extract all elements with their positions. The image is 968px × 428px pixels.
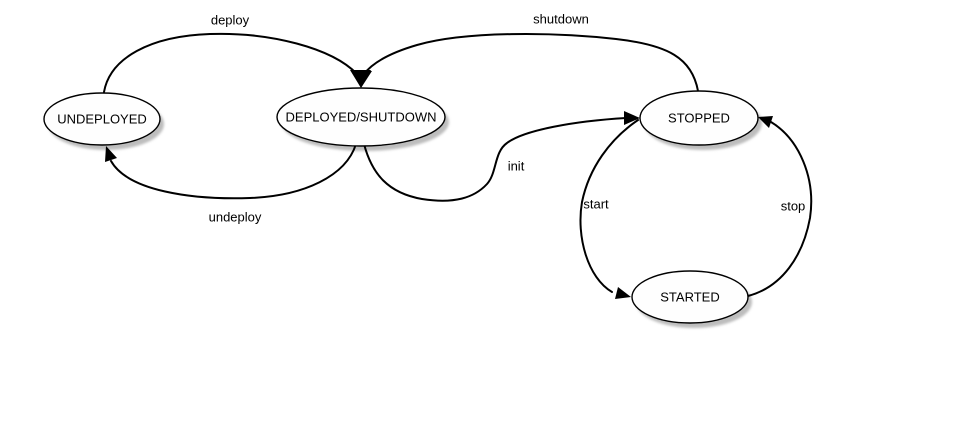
transition-label-start: start xyxy=(583,196,609,212)
transition-edges xyxy=(103,32,813,299)
transition-label-undeploy: undeploy xyxy=(208,209,262,225)
state-nodes xyxy=(43,87,759,324)
state-node-started xyxy=(631,270,749,324)
edge-undeploy xyxy=(110,143,357,200)
state-label-undeployed: UNDEPLOYED xyxy=(57,111,147,127)
state-node-undeployed xyxy=(43,92,161,146)
transition-label-stop: stop xyxy=(780,198,806,214)
transition-label-deploy: deploy xyxy=(210,12,250,28)
state-label-deployed-shutdown: DEPLOYED/SHUTDOWN xyxy=(285,109,437,125)
state-label-started: STARTED xyxy=(660,289,720,305)
edge-shutdown xyxy=(363,33,699,92)
state-label-stopped: STOPPED xyxy=(668,110,730,126)
edge-deploy xyxy=(103,32,358,93)
arrowhead-undeploy xyxy=(105,146,117,162)
edge-start xyxy=(579,119,639,293)
arrowhead-stop xyxy=(758,116,773,128)
edge-stop xyxy=(747,121,813,297)
transition-label-init: init xyxy=(507,158,525,174)
arrowhead-shutdown xyxy=(351,70,372,88)
arrowhead-init xyxy=(624,111,640,125)
transition-label-shutdown: shutdown xyxy=(533,11,589,27)
state-node-deployed-shutdown xyxy=(276,87,446,147)
state-node-stopped xyxy=(639,90,759,146)
arrowhead-start xyxy=(615,287,631,299)
edge-init xyxy=(363,117,627,202)
